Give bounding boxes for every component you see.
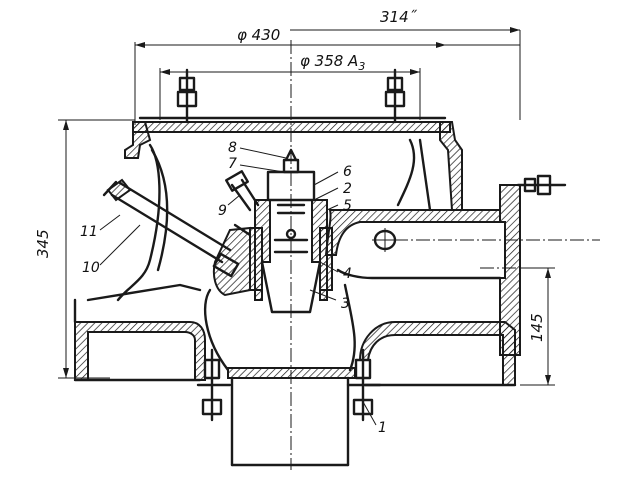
outlet-pipe: [324, 174, 567, 356]
dimension-outer-diameter: φ 430: [237, 26, 280, 44]
part-label-7: 7: [228, 156, 237, 172]
inclined-rod: [102, 178, 240, 278]
part-label-3: 3: [341, 296, 350, 312]
part-label-10: 10: [82, 260, 100, 276]
part-label-1: 1: [378, 420, 387, 436]
part-label-9: 9: [218, 203, 227, 219]
part-label-6: 6: [343, 164, 352, 180]
valve-body-upper: [116, 121, 463, 302]
part-labels: 1 2 3 4 5 6 7 8 9 10 11: [80, 140, 387, 436]
part-label-2: 2: [343, 181, 352, 197]
part-label-8: 8: [228, 140, 237, 156]
cover-bolt-right: [384, 68, 406, 124]
dimension-height-lower: 145: [528, 313, 546, 342]
dimension-offset: 314˝: [380, 8, 418, 26]
inlet-pipe: [196, 348, 382, 467]
valve-body-lower: [73, 283, 517, 387]
inlet-bolt-right: [346, 348, 382, 422]
part-label-4: 4: [343, 266, 352, 282]
dimension-height-total: 345: [34, 229, 52, 258]
side-valve: [225, 170, 260, 212]
dimension-labels: φ 430 314˝ φ 358 A3 345 145: [34, 8, 546, 342]
outlet-flange-bolt: [516, 174, 567, 196]
leader-lines: [99, 147, 377, 426]
inlet-bolt-left: [196, 348, 232, 422]
central-nozzle-assembly: [212, 148, 333, 314]
center-lines: [290, 40, 600, 470]
flow-direction-marker: [372, 228, 400, 252]
part-label-5: 5: [343, 198, 352, 214]
dimension-inner-diameter: φ 358 A3: [300, 52, 365, 73]
part-label-11: 11: [80, 224, 98, 240]
cover-bolt-left: [176, 68, 198, 124]
